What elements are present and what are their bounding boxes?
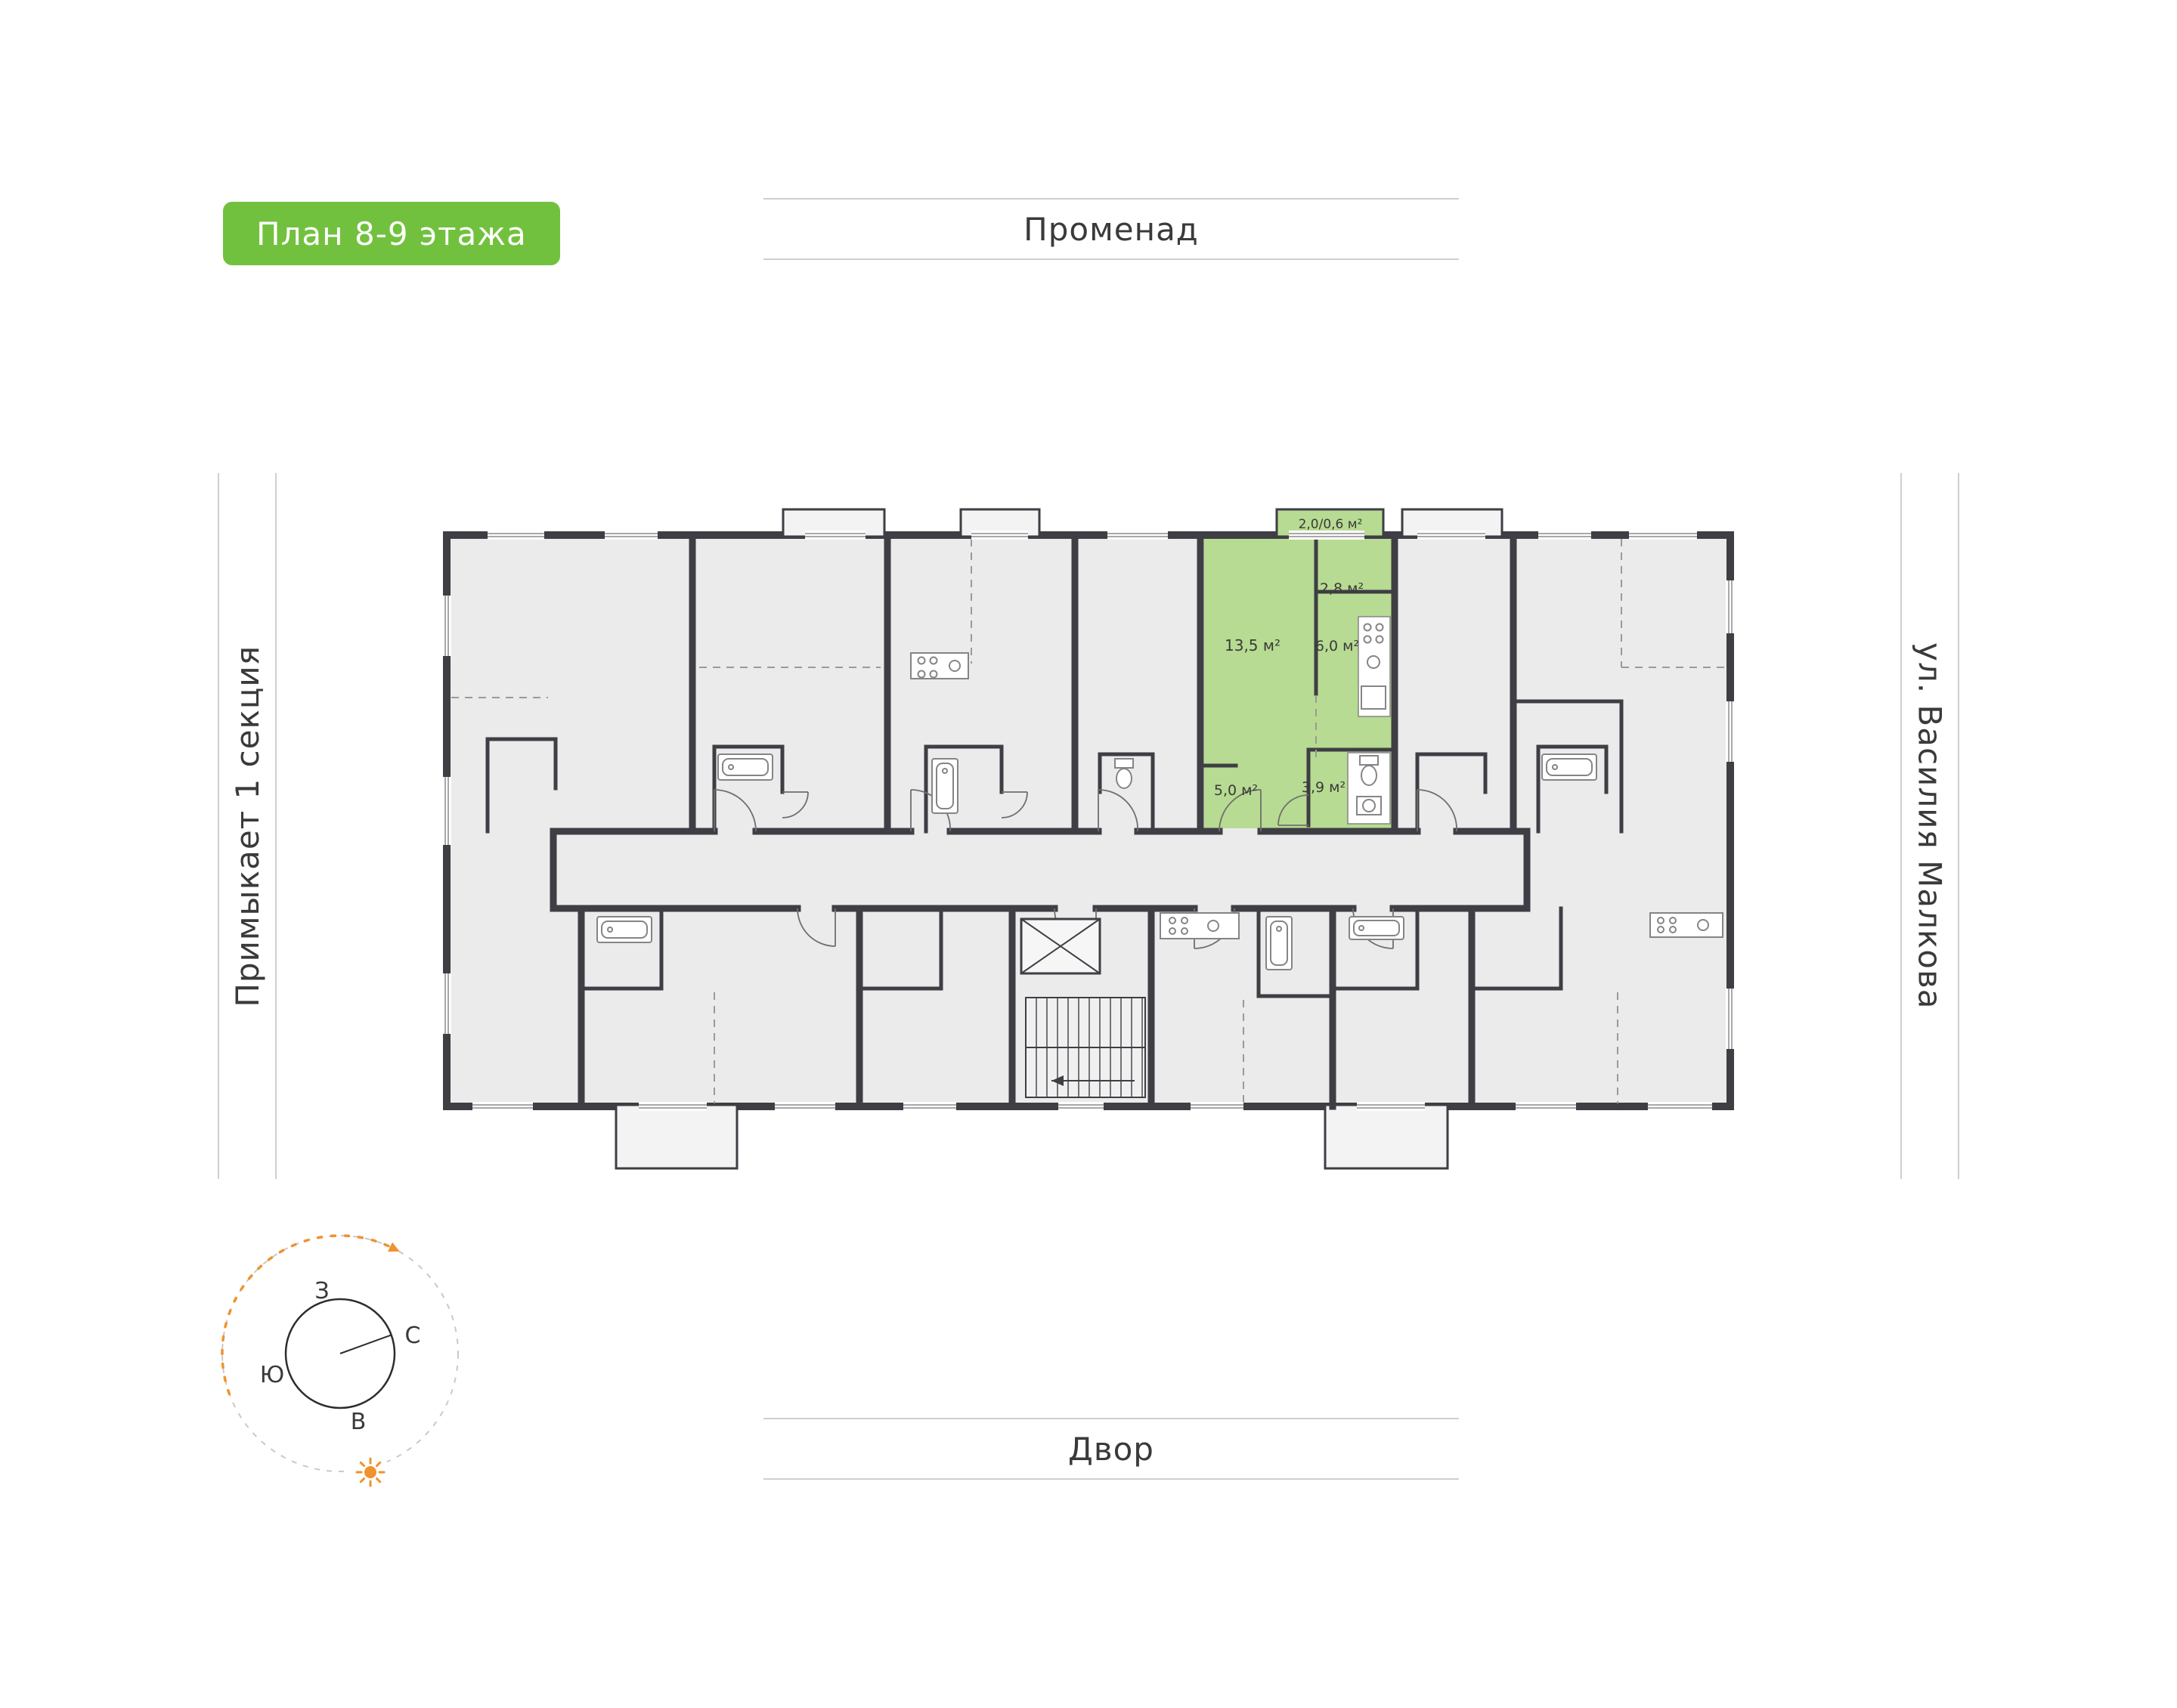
street-label: ул. Василия Малкова bbox=[1911, 642, 1949, 1010]
compass-south-label: Ю bbox=[260, 1362, 284, 1388]
yard-guide: Двор bbox=[763, 1418, 1459, 1480]
compass-west-label: З bbox=[314, 1278, 329, 1304]
compass: З С Ю В bbox=[221, 1234, 459, 1492]
fridge bbox=[1361, 685, 1386, 710]
adjacent-section-guide: Примыкает 1 секция bbox=[218, 473, 277, 1179]
hall-area-label: 5,0 м² bbox=[1214, 782, 1258, 799]
stairs-arrow-icon bbox=[1051, 1075, 1064, 1086]
loggia-area-label: 2,8 м² bbox=[1320, 580, 1364, 597]
sun-icon bbox=[351, 1453, 390, 1492]
compass-orange-arc bbox=[221, 1234, 392, 1396]
kitchen-counter bbox=[1649, 912, 1723, 938]
compass-east-label: В bbox=[351, 1409, 367, 1435]
compass-north-label: С bbox=[405, 1323, 421, 1349]
toilet bbox=[1114, 758, 1134, 769]
floor-plan: 2,0/0,6 м² 2,8 м² 13,5 м² 6,0 м² 5,0 м² … bbox=[442, 508, 1735, 1170]
stairwell bbox=[1020, 917, 1146, 1098]
toilet bbox=[1359, 755, 1379, 766]
sink bbox=[949, 660, 961, 672]
living-area-label: 13,5 м² bbox=[1225, 636, 1280, 654]
elevator-cross-icon bbox=[1020, 918, 1101, 974]
area-labels: 2,0/0,6 м² 2,8 м² 13,5 м² 6,0 м² 5,0 м² … bbox=[1214, 517, 1364, 799]
sink bbox=[1207, 920, 1219, 932]
floor-badge: План 8-9 этажа bbox=[223, 202, 560, 265]
balcony bbox=[615, 1103, 739, 1170]
yard-label: Двор bbox=[1068, 1430, 1154, 1468]
compass-needle bbox=[339, 1334, 392, 1354]
stove bbox=[917, 656, 926, 665]
dashed-partitions bbox=[451, 539, 1727, 1103]
walls bbox=[485, 531, 1624, 1110]
sink bbox=[1367, 655, 1380, 669]
stove bbox=[1169, 917, 1176, 924]
balcony-area-label: 2,0/0,6 м² bbox=[1299, 517, 1363, 532]
promenade-guide: Променад bbox=[763, 198, 1459, 260]
compass-dashed-ring bbox=[221, 1235, 459, 1472]
balcony bbox=[1324, 1103, 1449, 1170]
promenade-label: Променад bbox=[1023, 210, 1199, 248]
street-guide: ул. Василия Малкова bbox=[1900, 473, 1959, 1179]
stove bbox=[1363, 623, 1372, 632]
adjacent-section-label: Примыкает 1 секция bbox=[228, 645, 266, 1007]
fixtures bbox=[596, 616, 1723, 970]
stove bbox=[1657, 917, 1664, 924]
kitchen-area-label: 6,0 м² bbox=[1315, 638, 1359, 654]
sink bbox=[1697, 919, 1709, 931]
windows bbox=[442, 531, 1735, 1111]
bathroom-area-label: 3,9 м² bbox=[1302, 779, 1346, 796]
compass-arrowhead-icon bbox=[388, 1242, 400, 1252]
